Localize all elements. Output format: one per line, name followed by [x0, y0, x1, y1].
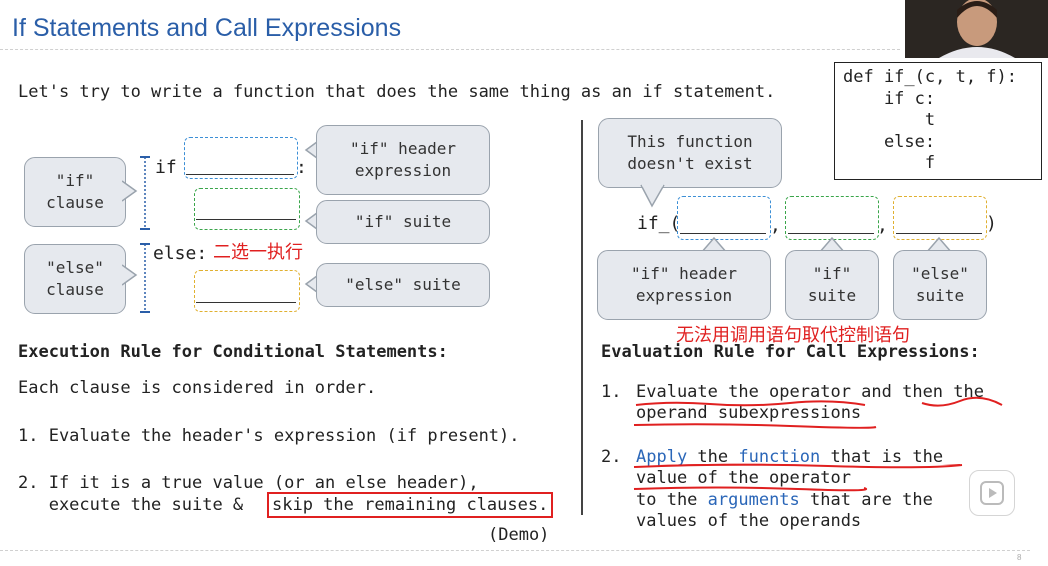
- if-keyword: if: [155, 157, 177, 178]
- execution-step-2a: 2. If it is a true value (or an else hea…: [18, 473, 479, 493]
- execution-step-2b: execute the suite &: [18, 495, 254, 515]
- eval-step-2-number: 2.: [601, 447, 622, 467]
- code-line-4: else:: [843, 131, 936, 152]
- webcam-video: [905, 0, 1048, 58]
- call-close-paren: ): [986, 213, 997, 234]
- execution-rule-intro: Each clause is considered in order.: [18, 378, 377, 398]
- else-suite-label: "else" suite: [316, 263, 490, 307]
- execution-rule-heading: Execution Rule for Conditional Statement…: [18, 342, 448, 362]
- if-clause-bracket: [140, 156, 150, 230]
- code-line-5: f: [843, 153, 936, 173]
- red-annotation-underlines: [633, 396, 1003, 465]
- eval-step-2-line-3: to the arguments that are the: [636, 490, 933, 510]
- eval-step-1-line-1: Evaluate the operator and then the: [636, 382, 984, 402]
- code-line-3: t: [843, 110, 936, 130]
- if-header-placeholder: [184, 137, 298, 179]
- code-line-1: def if_(c, t, f):: [843, 67, 1017, 87]
- play-button[interactable]: [969, 470, 1015, 516]
- suite-label-pointer: [818, 236, 846, 254]
- call-comma-1: ,: [770, 215, 781, 236]
- call-else-blank: [896, 233, 982, 234]
- call-comma-2: ,: [877, 215, 888, 236]
- if-suite-blank: [196, 219, 296, 220]
- eval-step-1-line-2: operand subexpressions: [636, 403, 862, 423]
- page-number: 8: [1017, 553, 1022, 562]
- eval-step-2-line-1: Apply the function that is the: [636, 447, 943, 467]
- else-clause-pointer: [122, 264, 138, 286]
- call-header-expression-label: "if" header expression: [597, 250, 771, 320]
- call-suite-blank: [788, 233, 874, 234]
- if-clause-label: "if" clause: [24, 157, 126, 227]
- eval-text: that is the: [820, 447, 944, 467]
- intro-text: Let's try to write a function that does …: [18, 82, 776, 102]
- demo-label: (Demo): [488, 525, 550, 545]
- footer-divider: [0, 550, 1030, 551]
- eval-text: the: [687, 447, 739, 467]
- function-word: function: [738, 447, 821, 467]
- function-not-exist-bubble: This function doesn't exist: [598, 118, 782, 188]
- call-operator: if_(: [637, 213, 681, 234]
- eval-step-2-line-2: value of the operator: [636, 468, 851, 488]
- play-icon: [980, 481, 1004, 505]
- if-header-expression-label: "if" header expression: [316, 125, 490, 195]
- eval-text: that are the: [799, 490, 933, 510]
- red-underline-step-2: [633, 463, 963, 492]
- call-header-placeholder: [677, 196, 771, 240]
- eval-text: to the: [636, 490, 708, 510]
- header-label-pointer: [700, 236, 728, 254]
- right-annotation: 无法用调用语句取代控制语句: [676, 325, 910, 346]
- if-suite-placeholder: [194, 188, 300, 230]
- call-else-suite-label: "else" suite: [893, 250, 987, 320]
- code-box: def if_(c, t, f): if c: t else: f: [834, 62, 1042, 180]
- title-divider: [0, 49, 900, 50]
- call-if-suite-label: "if" suite: [785, 250, 879, 320]
- bubble-pointer: [640, 184, 665, 208]
- else-clause-bracket: [140, 243, 150, 313]
- eval-step-2-line-4: values of the operands: [636, 511, 862, 531]
- evaluation-rule-heading: Evaluation Rule for Call Expressions:: [601, 342, 980, 362]
- skip-remaining-highlight: skip the remaining clauses.: [267, 492, 554, 518]
- call-header-blank: [680, 233, 766, 234]
- left-annotation: 二选一执行: [213, 242, 303, 263]
- column-divider: [581, 120, 583, 515]
- else-keyword: else:: [153, 243, 208, 264]
- execution-step-1: 1. Evaluate the header's expression (if …: [18, 426, 520, 446]
- apply-word: Apply: [636, 447, 688, 467]
- else-clause-label: "else" clause: [24, 244, 126, 314]
- if-colon: :: [296, 157, 307, 178]
- if-suite-label: "if" suite: [316, 200, 490, 244]
- code-line-2: if c:: [843, 88, 936, 109]
- slide-title: If Statements and Call Expressions: [12, 14, 402, 42]
- else-suite-blank: [196, 302, 296, 303]
- else-label-pointer: [925, 236, 953, 254]
- arguments-word: arguments: [707, 490, 800, 510]
- if-header-blank: [186, 174, 294, 175]
- if-clause-pointer: [122, 180, 138, 202]
- eval-step-1-number: 1.: [601, 382, 622, 402]
- else-suite-placeholder: [194, 270, 300, 312]
